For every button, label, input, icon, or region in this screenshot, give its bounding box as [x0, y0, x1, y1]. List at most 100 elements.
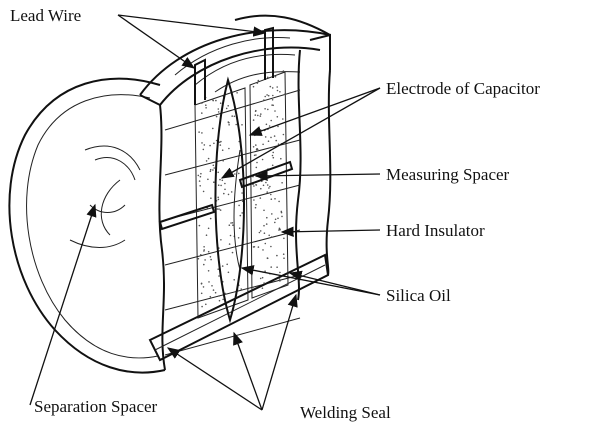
oil-dot — [254, 134, 256, 137]
oil-dot — [231, 251, 234, 254]
oil-dot — [257, 79, 260, 82]
oil-dot — [217, 184, 220, 186]
oil-dot — [207, 227, 210, 230]
oil-dot — [201, 112, 203, 114]
oil-dot — [283, 237, 285, 240]
oil-dot — [227, 121, 230, 123]
oil-dot — [219, 209, 222, 211]
oil-dot — [209, 255, 212, 258]
oil-dot — [265, 123, 268, 126]
oil-dot — [200, 254, 202, 256]
oil-dot — [217, 198, 220, 201]
oil-dot — [224, 172, 227, 175]
oil-dot — [228, 124, 230, 126]
oil-dot — [270, 266, 273, 268]
oil-dot — [233, 115, 236, 118]
oil-dot — [264, 108, 266, 110]
oil-dot — [227, 105, 229, 107]
oil-dot — [212, 127, 214, 130]
oil-dot — [263, 99, 265, 101]
oil-dot — [202, 286, 205, 288]
oil-dot — [282, 118, 284, 120]
oil-dot — [217, 268, 219, 271]
oil-dot — [268, 234, 271, 237]
lead-wires — [194, 26, 274, 105]
oil-dot — [270, 245, 272, 248]
label-lead-wire: Lead Wire — [10, 6, 81, 25]
oil-dot — [211, 285, 213, 287]
oil-dot — [210, 258, 212, 261]
oil-dot — [214, 291, 217, 294]
oil-dot — [265, 181, 267, 184]
oil-dot — [276, 254, 278, 257]
oil-dot — [238, 227, 241, 229]
oil-dot — [280, 210, 283, 213]
leader-lines — [29, 14, 381, 411]
oil-dot — [217, 196, 219, 199]
oil-dot — [252, 119, 255, 121]
oil-dot — [241, 192, 243, 194]
oil-dot — [274, 218, 277, 221]
oil-dot — [222, 298, 224, 301]
oil-dot — [200, 283, 203, 285]
oil-dot — [200, 292, 203, 295]
oil-dot — [283, 93, 286, 96]
oil-dot — [255, 144, 257, 146]
oil-dot — [218, 141, 221, 143]
oil-dot — [283, 257, 285, 260]
oil-dot — [209, 295, 212, 298]
oil-dot — [255, 166, 258, 169]
oil-dot — [230, 191, 233, 193]
oil-dot — [218, 299, 221, 302]
oil-dot — [267, 140, 270, 142]
oil-dot — [197, 257, 200, 260]
oil-dot — [238, 204, 240, 207]
oil-dot — [280, 157, 282, 160]
oil-dot — [274, 221, 276, 224]
oil-dot — [270, 119, 273, 122]
oil-dot — [271, 99, 274, 101]
oil-dot — [227, 193, 230, 196]
label-separation-spacer: Separation Spacer — [34, 397, 158, 416]
oil-dot — [219, 178, 221, 181]
oil-dot — [212, 169, 214, 171]
oil-dot — [274, 198, 276, 200]
oil-dot — [270, 236, 273, 238]
oil-dot — [270, 193, 272, 196]
oil-dot — [256, 82, 259, 84]
oil-dot — [276, 89, 279, 92]
oil-dot — [274, 110, 276, 112]
oil-dot — [268, 125, 271, 127]
oil-dot — [207, 178, 209, 181]
oil-dot — [266, 76, 269, 79]
oil-dot — [272, 156, 275, 159]
oil-dot — [198, 224, 201, 227]
oil-dot — [212, 289, 215, 291]
oil-dot — [212, 164, 215, 167]
oil-dot — [215, 99, 217, 102]
oil-dot — [264, 95, 267, 98]
oil-dot — [263, 282, 265, 284]
oil-dot — [221, 149, 224, 151]
capacitor-electrodes — [214, 76, 245, 324]
oil-dot — [240, 288, 242, 290]
oil-dot — [266, 191, 269, 193]
oil-dot — [205, 107, 207, 109]
oil-dot — [262, 249, 264, 251]
oil-dot — [219, 144, 222, 146]
oil-dot — [281, 182, 283, 184]
silica-oil-dots — [197, 70, 286, 308]
label-hard-insulator: Hard Insulator — [386, 221, 485, 240]
oil-dot — [270, 198, 273, 200]
oil-dot — [207, 157, 210, 160]
oil-dot — [220, 140, 222, 143]
oil-dot — [278, 200, 280, 203]
oil-dot — [271, 154, 274, 157]
oil-dot — [271, 164, 274, 167]
oil-dot — [272, 151, 275, 154]
oil-dot — [203, 249, 205, 251]
oil-dot — [264, 136, 267, 138]
oil-dot — [226, 263, 228, 266]
oil-dot — [275, 139, 278, 142]
